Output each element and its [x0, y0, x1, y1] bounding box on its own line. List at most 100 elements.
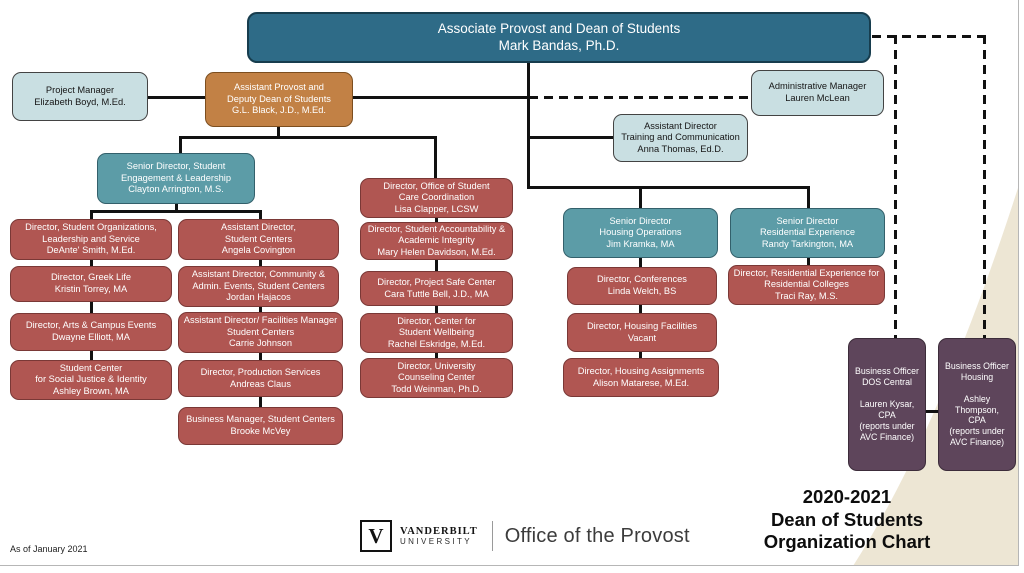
org-node-label: Assistant Provost and Deputy Dean of Stu…	[227, 82, 331, 116]
connector-line	[639, 186, 642, 208]
org-node-housing-operations: Senior Director Housing Operations Jim K…	[563, 208, 718, 258]
org-node-label: Assistant Director/ Facilities Manager S…	[183, 315, 338, 349]
connector-line	[435, 260, 438, 271]
org-node-label: Administrative Manager Lauren McLean	[768, 81, 867, 103]
connector-line	[435, 217, 438, 223]
org-node-assistant-provost: Assistant Provost and Deputy Dean of Stu…	[205, 72, 353, 127]
as-of-date: As of January 2021	[10, 544, 88, 554]
org-node-project-manager: Project Manager Elizabeth Boyd, M.Ed.	[12, 72, 148, 121]
org-node-label: Assistant Director, Student Centers Ange…	[221, 222, 296, 256]
vanderbilt-wordmark: VANDERBILT UNIVERSITY	[400, 526, 478, 546]
org-node-asst-dir-student-centers: Assistant Director, Student Centers Ange…	[178, 219, 339, 260]
connector-line	[807, 258, 810, 266]
org-node-business-officer-housing: Business Officer Housing Ashley Thompson…	[938, 338, 1016, 471]
connector-line	[259, 260, 262, 267]
connector-line	[90, 302, 93, 313]
org-node-label: Director, Student Accountability & Acade…	[367, 223, 506, 257]
org-node-project-safe-center: Director, Project Safe Center Cara Tuttl…	[360, 271, 513, 306]
dashed-connector-line	[872, 35, 986, 38]
connector-line	[259, 210, 262, 219]
org-node-business-manager-student-centers: Business Manager, Student Centers Brooke…	[178, 407, 343, 445]
org-node-label: Director, Production Services Andreas Cl…	[200, 366, 321, 389]
connector-line	[179, 136, 437, 139]
org-node-administrative-manager: Administrative Manager Lauren McLean	[751, 70, 884, 116]
wordmark-primary: VANDERBILT	[400, 526, 478, 537]
org-node-label: Director, Student Organizations, Leaders…	[25, 222, 157, 256]
org-node-accountability-integrity: Director, Student Accountability & Acade…	[360, 222, 513, 260]
org-node-label: Director, Center for Student Wellbeing R…	[387, 315, 486, 349]
corner-accent-shape	[853, 188, 1018, 566]
org-node-senior-engagement-leadership: Senior Director, Student Engagement & Le…	[97, 153, 255, 204]
office-of-the-provost-label: Office of the Provost	[504, 524, 690, 547]
org-node-label: Director, Arts & Campus Events Dwayne El…	[25, 320, 157, 342]
dashed-connector-line	[983, 35, 986, 338]
org-node-associate-provost-dean: Associate Provost and Dean of Students M…	[247, 12, 871, 63]
connector-line	[175, 204, 178, 213]
org-node-housing-assignments: Director, Housing Assignments Alison Mat…	[563, 358, 719, 397]
wordmark-secondary: UNIVERSITY	[400, 537, 473, 546]
org-node-greek-life: Director, Greek Life Kristin Torrey, MA	[10, 266, 172, 302]
org-node-training-communication: Assistant Director Training and Communic…	[613, 114, 748, 162]
org-node-community-admin-events: Assistant Director, Community & Admin. E…	[178, 266, 339, 307]
org-node-residential-experience: Senior Director Residential Experience R…	[730, 208, 885, 258]
connector-line	[435, 353, 438, 359]
org-node-label: Director, Housing Assignments Alison Mat…	[577, 365, 705, 388]
org-node-label: Project Manager Elizabeth Boyd, M.Ed.	[34, 84, 126, 107]
org-node-business-officer-dos: Business Officer DOS Central Lauren Kysa…	[848, 338, 926, 471]
org-node-label: Director, Residential Experience for Res…	[733, 267, 880, 301]
connector-line	[148, 96, 205, 99]
org-node-label: Associate Provost and Dean of Students M…	[437, 20, 681, 53]
dashed-connector-line	[529, 96, 751, 99]
connector-line	[90, 210, 262, 213]
connector-line	[434, 136, 437, 178]
org-node-label: Director, Office of Student Care Coordin…	[383, 180, 490, 214]
connector-line	[639, 305, 642, 314]
org-node-label: Director, Greek Life Kristin Torrey, MA	[50, 272, 132, 294]
logo-mark-letter: V	[368, 523, 384, 548]
connector-line	[353, 96, 529, 99]
connector-line	[259, 397, 262, 408]
slide-bottom-edge	[0, 565, 1019, 566]
org-node-housing-facilities: Director, Housing Facilities Vacant	[567, 313, 717, 352]
connector-line	[179, 136, 182, 153]
org-node-label: Director, University Counseling Center T…	[391, 360, 482, 394]
org-node-arts-campus-events: Director, Arts & Campus Events Dwayne El…	[10, 313, 172, 351]
connector-line	[925, 410, 939, 413]
org-node-student-organizations: Director, Student Organizations, Leaders…	[10, 219, 172, 260]
slide-right-edge	[1018, 0, 1019, 566]
connector-line	[527, 186, 810, 189]
org-node-label: Business Officer Housing Ashley Thompson…	[945, 360, 1009, 448]
org-node-residential-colleges: Director, Residential Experience for Res…	[728, 265, 885, 305]
org-node-label: Senior Director Housing Operations Jim K…	[599, 215, 682, 249]
connector-line	[259, 307, 262, 313]
org-node-label: Student Center for Social Justice & Iden…	[35, 362, 147, 396]
org-node-conferences: Director, Conferences Linda Welch, BS	[567, 267, 717, 305]
connector-line	[277, 122, 280, 139]
footer-brand: V VANDERBILT UNIVERSITY Office of the Pr…	[360, 520, 690, 552]
connector-line	[259, 353, 262, 361]
org-node-label: Director, Housing Facilities Vacant	[586, 320, 698, 343]
chart-title: 2020-2021 Dean of Students Organization …	[763, 486, 931, 553]
org-node-label: Senior Director Residential Experience R…	[759, 215, 856, 249]
org-node-care-coordination: Director, Office of Student Care Coordin…	[360, 178, 513, 218]
org-node-label: Business Manager, Student Centers Brooke…	[186, 414, 335, 436]
org-node-label: Assistant Director, Community & Admin. E…	[191, 269, 326, 303]
connector-line	[90, 351, 93, 361]
connector-line	[639, 352, 642, 359]
vanderbilt-logo-icon: V	[360, 520, 392, 552]
org-node-facilities-manager: Assistant Director/ Facilities Manager S…	[178, 312, 343, 353]
org-node-university-counseling: Director, University Counseling Center T…	[360, 358, 513, 398]
connector-line	[90, 210, 93, 219]
org-node-student-wellbeing: Director, Center for Student Wellbeing R…	[360, 313, 513, 353]
connector-line	[527, 136, 613, 139]
connector-line	[435, 306, 438, 314]
org-node-label: Senior Director, Student Engagement & Le…	[120, 161, 232, 195]
dashed-connector-line	[894, 35, 897, 338]
org-node-label: Director, Project Safe Center Cara Tuttl…	[377, 276, 496, 299]
org-node-production-services: Director, Production Services Andreas Cl…	[178, 360, 343, 397]
org-node-label: Business Officer DOS Central Lauren Kysa…	[855, 366, 919, 442]
connector-line	[90, 260, 93, 267]
connector-line	[527, 63, 530, 189]
org-node-label: Director, Conferences Linda Welch, BS	[597, 274, 687, 296]
